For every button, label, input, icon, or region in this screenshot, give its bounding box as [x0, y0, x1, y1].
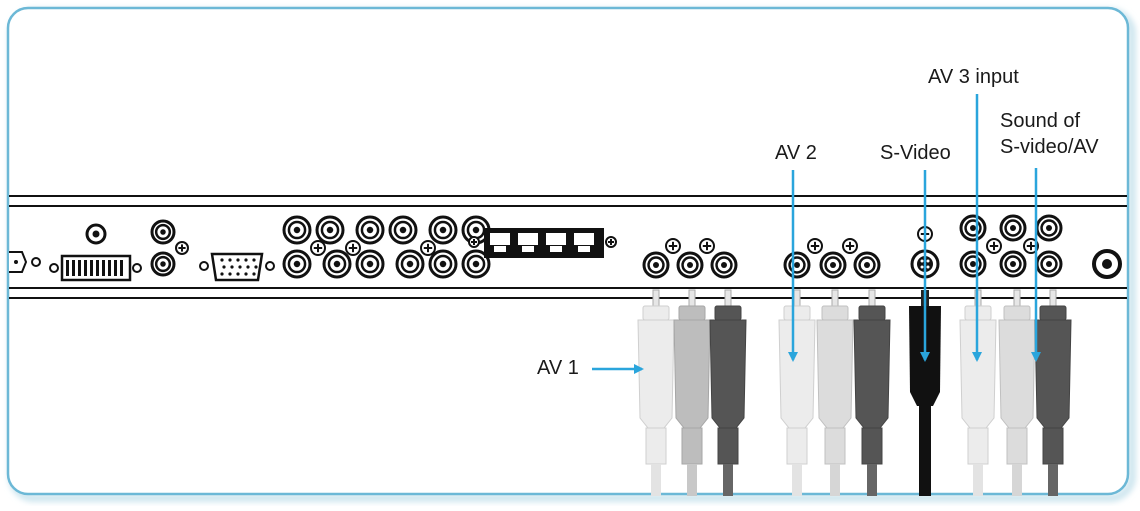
rca-jack-icon	[959, 214, 987, 242]
rca-jack-icon	[428, 215, 458, 245]
rca-jack-icon	[150, 219, 176, 245]
antenna-jack-icon	[1092, 249, 1122, 279]
rca-jack-icon	[282, 249, 312, 279]
screw-icon	[1023, 238, 1039, 254]
rca-jack-icon	[282, 215, 312, 245]
rca-jack-icon	[355, 215, 385, 245]
screw-icon	[842, 238, 858, 254]
av1-left-audio-plug	[673, 289, 711, 496]
rca-jack-icon	[819, 251, 847, 279]
rca-jack-icon	[999, 250, 1027, 278]
label-av2: AV 2	[775, 142, 817, 164]
vga-port-icon	[199, 252, 275, 282]
rear-panel	[9, 195, 1127, 299]
rca-jack-icon	[355, 249, 385, 279]
screw-icon	[345, 240, 361, 256]
rca-jack-icon	[783, 251, 811, 279]
rca-jack-icon	[395, 249, 425, 279]
label-av1: AV 1	[537, 357, 579, 379]
rca-jack-icon	[853, 251, 881, 279]
screw-icon	[468, 236, 480, 248]
screw-icon	[605, 236, 617, 248]
rca-jack-icon	[710, 251, 738, 279]
rca-jack-icon	[676, 251, 704, 279]
plug-group	[637, 289, 1072, 496]
rca-jack-icon	[388, 215, 418, 245]
serial-port-icon	[9, 251, 41, 273]
av2-right-audio-plug	[853, 289, 891, 496]
screw-icon	[310, 240, 326, 256]
sound-left-plug	[998, 289, 1036, 496]
rca-jack-icon	[322, 249, 352, 279]
speaker-terminal-icon	[484, 228, 604, 258]
rca-jack-icon	[315, 215, 345, 245]
label-sound-line2: S-video/AV	[1000, 136, 1099, 158]
screw-icon	[699, 238, 715, 254]
rca-jack-icon	[959, 250, 987, 278]
av2-video-plug	[778, 289, 816, 496]
rca-jack-icon	[1035, 214, 1063, 242]
sound-right-audio-plug	[1034, 289, 1072, 496]
dvi-port-icon	[49, 223, 142, 282]
rca-jack-icon	[999, 214, 1027, 242]
screw-icon	[175, 241, 189, 255]
rca-jack-icon	[461, 249, 491, 279]
rca-jack-icon	[642, 251, 670, 279]
arrow-group	[592, 94, 1041, 374]
label-svideo: S-Video	[880, 142, 951, 164]
screw-icon	[807, 238, 823, 254]
rca-jack-icon	[1035, 250, 1063, 278]
av2-left-audio-plug	[816, 289, 854, 496]
label-av3-input: AV 3 input	[928, 66, 1019, 88]
screw-icon	[420, 240, 436, 256]
screw-icon	[665, 238, 681, 254]
label-sound-line1: Sound of	[1000, 110, 1081, 132]
rca-jack-icon	[428, 249, 458, 279]
rca-jack-icon	[150, 251, 176, 277]
av1-right-audio-plug	[709, 289, 747, 496]
screw-icon	[986, 238, 1002, 254]
